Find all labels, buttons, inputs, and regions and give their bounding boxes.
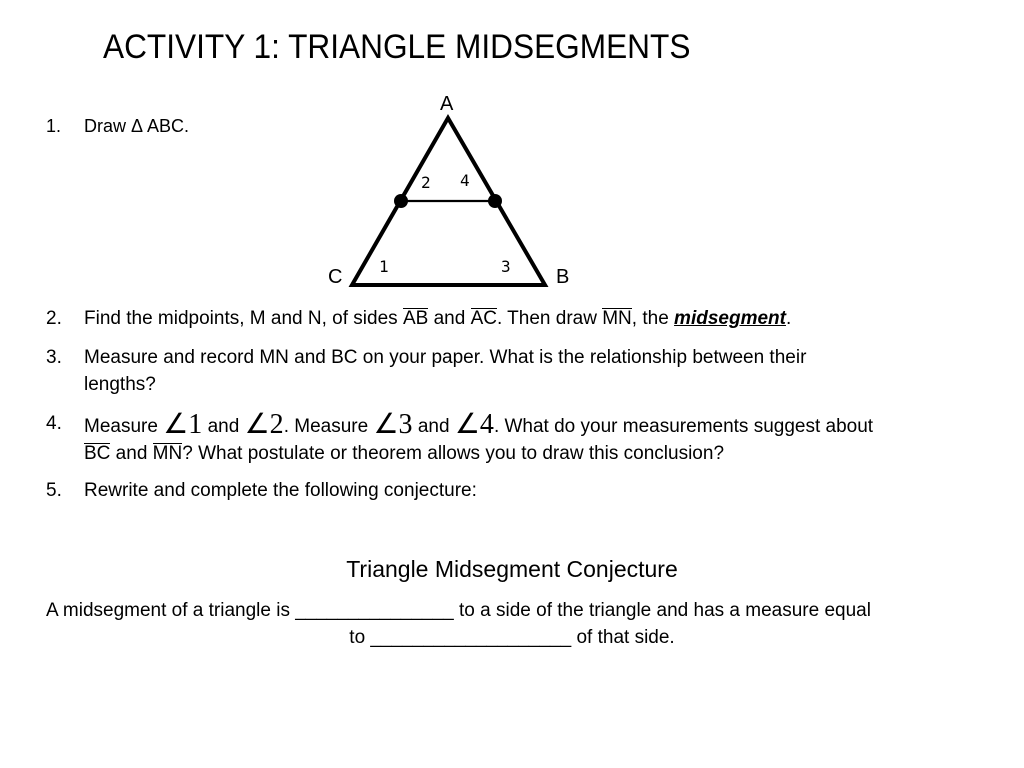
vertex-label-c: C <box>328 266 342 288</box>
segment-mn: MN <box>602 308 632 329</box>
step-number: 5. <box>46 480 62 501</box>
step-text: . What do your measurements suggest abou… <box>493 416 874 437</box>
step-text-line2: lengths? <box>84 374 156 395</box>
angle-label-1: 1 <box>379 257 389 276</box>
segment-ab: AB <box>402 308 429 329</box>
vertex-label-b: B <box>556 266 569 288</box>
midpoint-dot-right <box>488 194 502 208</box>
step-text: Measure <box>84 416 164 437</box>
segment-ac: AC <box>470 308 497 329</box>
step-number: 4. <box>46 413 62 434</box>
midsegment-term: midsegment <box>674 308 786 329</box>
step-text-line1: Measure and record MN and BC on your pap… <box>84 347 807 368</box>
step-text: Rewrite and complete the following conje… <box>84 480 477 501</box>
step-text: Find the midpoints, M and N, of sides <box>84 308 403 329</box>
step-text: , the <box>631 308 675 329</box>
midpoint-dot-left <box>394 194 408 208</box>
step-number: 2. <box>46 308 62 329</box>
vertex-label-a: A <box>440 93 454 115</box>
angle-4-symbol: ∠4 <box>454 409 494 440</box>
step-body: Measure ∠1 and ∠2. Measure ∠3 and ∠4. Wh… <box>84 410 873 467</box>
segment-bc: BC <box>84 443 111 464</box>
step-number: 1. <box>46 116 62 136</box>
step-body: Find the midpoints, M and N, of sides AB… <box>84 305 791 332</box>
angle-label-2: 2 <box>421 173 431 192</box>
step-body: Measure and record MN and BC on your pap… <box>84 344 806 398</box>
angle-1-symbol: ∠1 <box>163 409 203 440</box>
step-text: and <box>110 443 153 464</box>
angle-label-3: 3 <box>501 257 511 276</box>
step-text: and <box>412 416 455 437</box>
segment-mn: MN <box>152 443 183 464</box>
conjecture-title: Triangle Midsegment Conjecture <box>346 556 678 582</box>
angle-2-symbol: ∠2 <box>244 409 284 440</box>
step-text: Draw Δ ABC. <box>84 116 190 136</box>
angle-label-4: 4 <box>460 171 470 190</box>
page-title: ACTIVITY 1: TRIANGLE MIDSEGMENTS <box>103 28 691 66</box>
angle-3-symbol: ∠3 <box>373 409 413 440</box>
step-text: and <box>202 416 245 437</box>
step-text: ? What postulate or theorem allows you t… <box>182 443 725 464</box>
step-text: . Measure <box>283 416 374 437</box>
step-text: . Then draw <box>496 308 603 329</box>
triangle-figure: A C B 2 4 1 3 <box>328 93 569 288</box>
step-text: and <box>428 308 471 329</box>
conjecture-line-2: to ___________________ of that side. <box>349 627 675 648</box>
conjecture-line-1: A midsegment of a triangle is __________… <box>46 600 871 621</box>
step-number: 3. <box>46 347 62 368</box>
step-text: . <box>785 308 792 329</box>
